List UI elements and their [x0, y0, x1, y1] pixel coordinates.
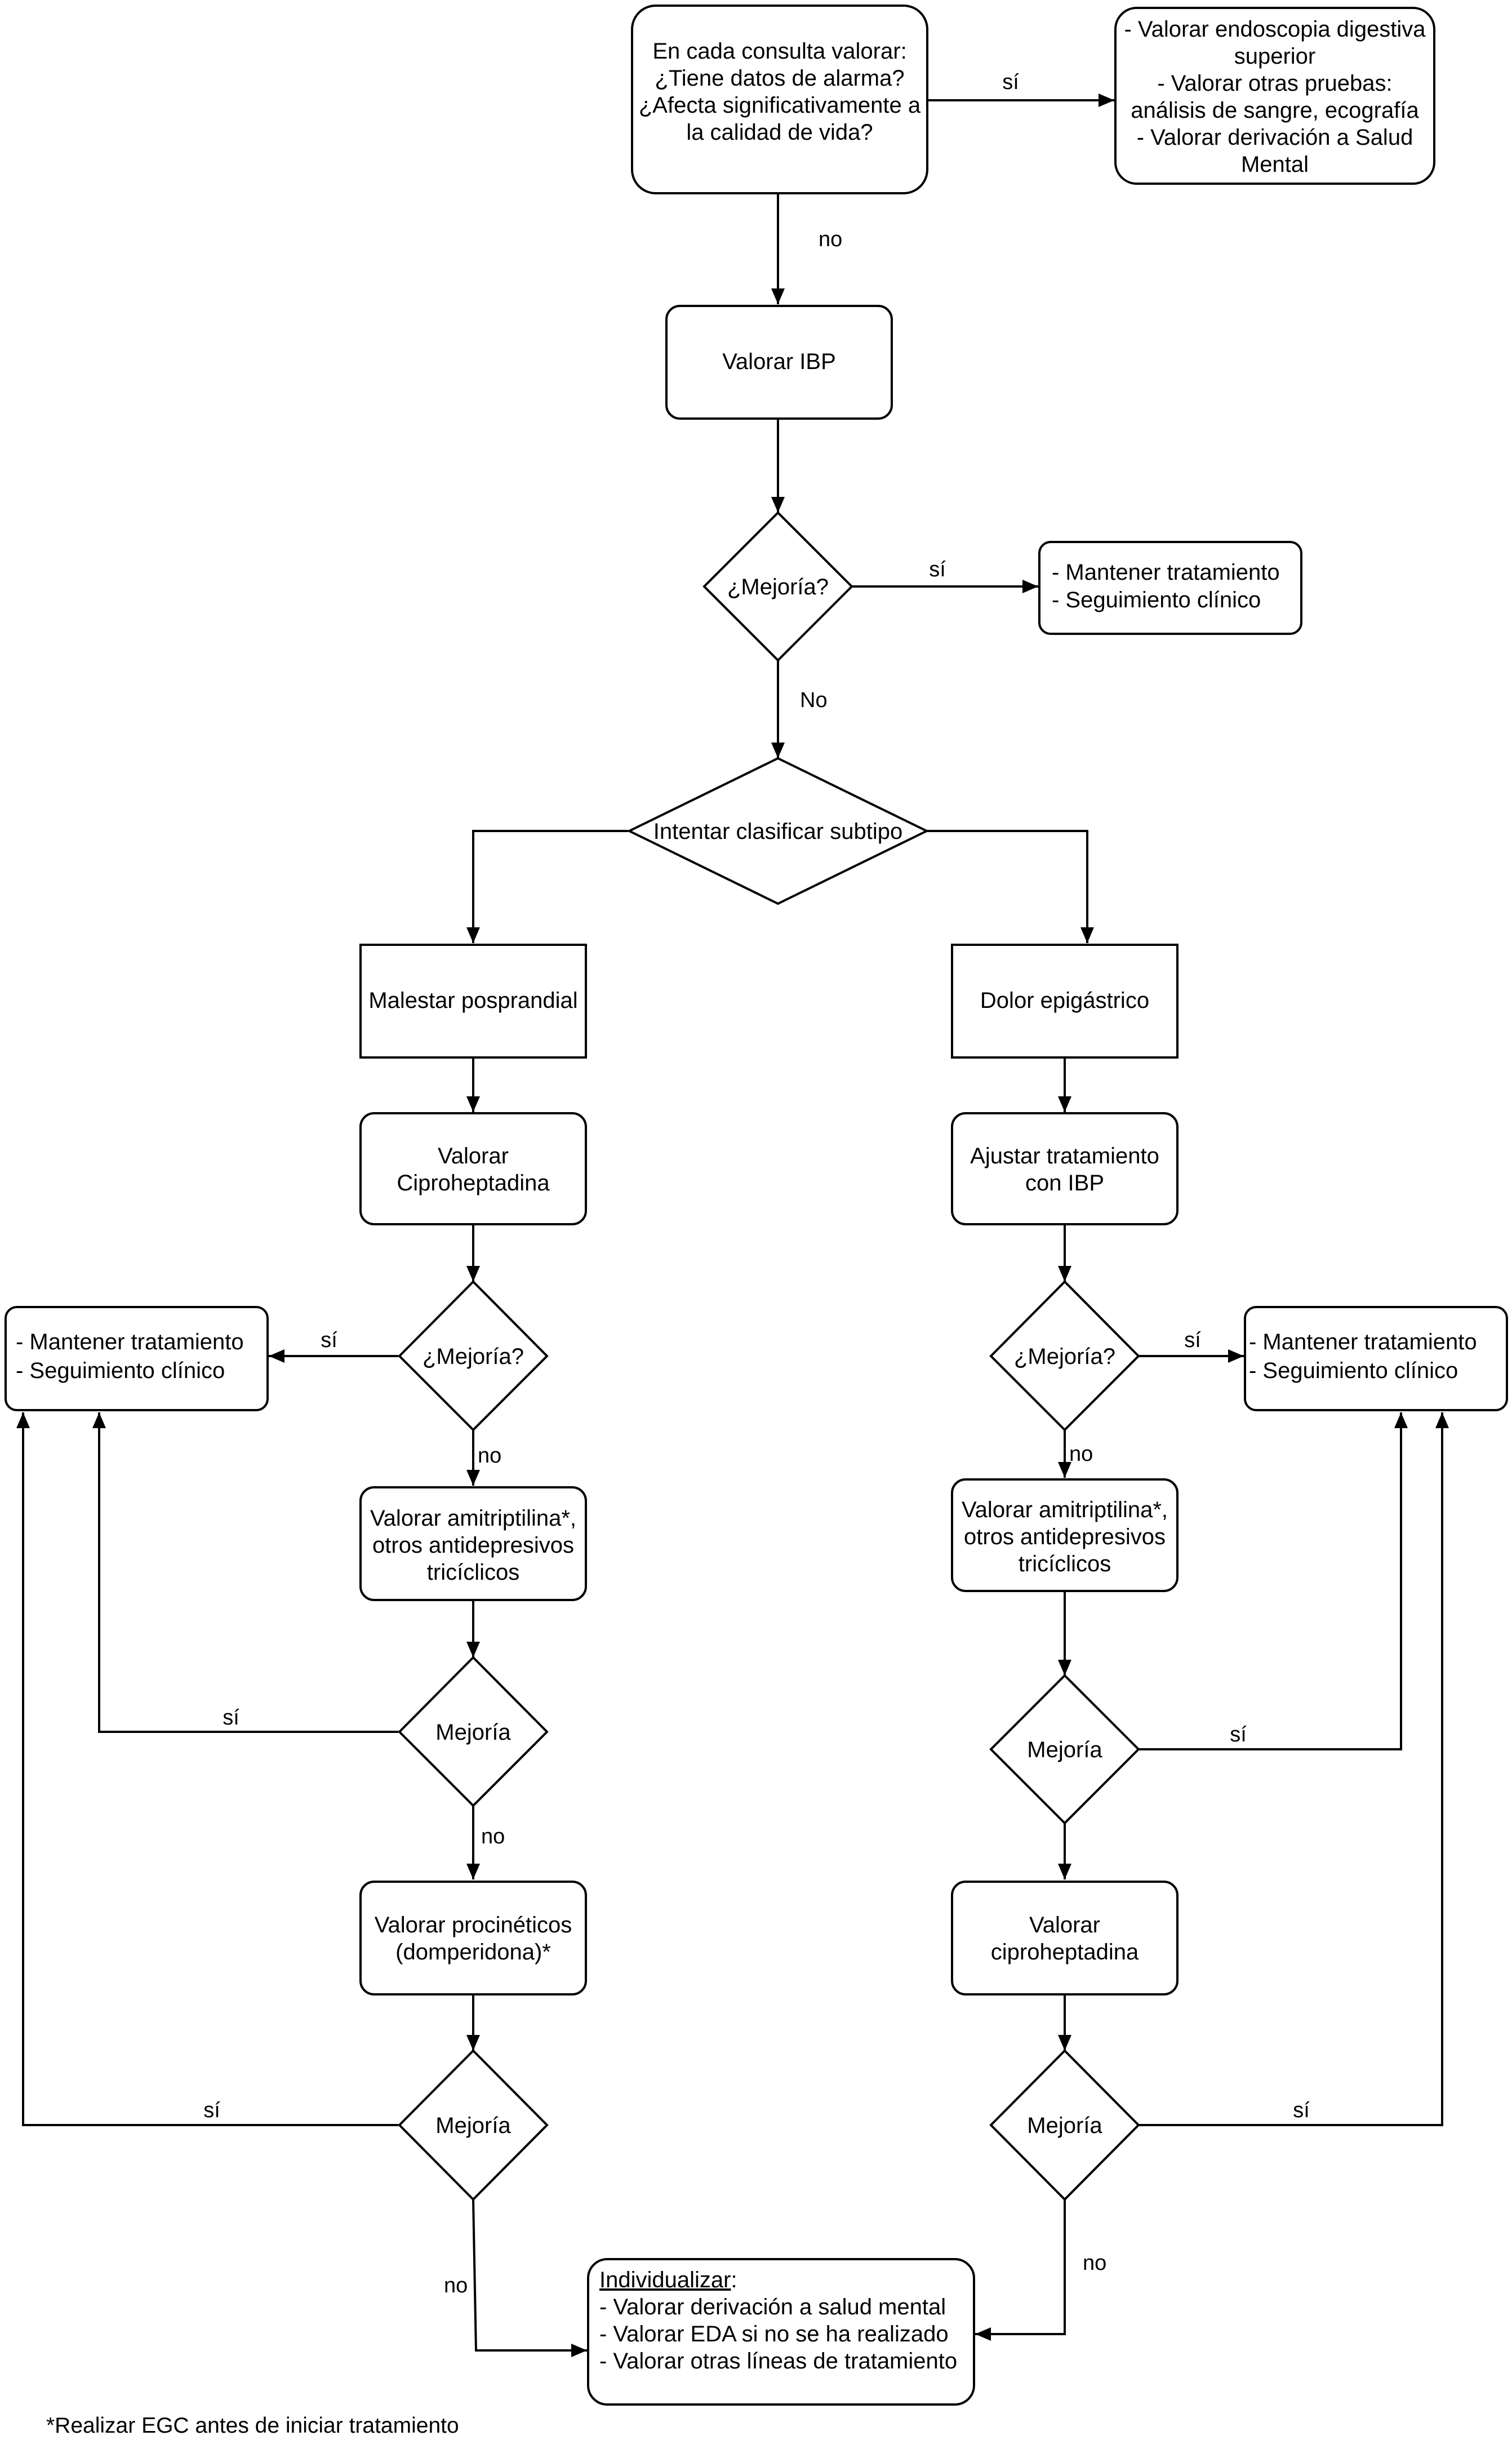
label-right3-keep: sí: [1293, 2099, 1310, 2122]
adjust-ibp-line-2: con IBP: [1025, 1171, 1104, 1195]
alarm-line-3: - Valorar otras pruebas:: [1157, 71, 1392, 96]
flow-node-cipro-left: Valorar Ciproheptadina: [359, 1112, 587, 1225]
flow-node-amitrip-right: Valorar amitriptilina*, otros antidepres…: [951, 1478, 1179, 1592]
edge-left2-to-keep: [92, 1412, 398, 1733]
postprandial-label: Malestar posprandial: [368, 988, 577, 1013]
flow-node-valorar-ibp: Valorar IBP: [665, 305, 893, 420]
amitrip-right-line-3: tricíclicos: [1019, 1552, 1111, 1576]
keep-top-line-2: - Seguimiento clínico: [1052, 588, 1261, 612]
prokinetics-line-2: (domperidona)*: [395, 1940, 551, 1965]
flow-node-individualize: Individualizar: - Valorar derivación a s…: [587, 2258, 975, 2406]
amitrip-left-line-2: otros antidepresivos: [372, 1533, 574, 1558]
start-line-2: ¿Tiene datos de alarma?: [655, 66, 904, 91]
flow-decision-left-3: Mejoría: [398, 2049, 549, 2201]
flow-node-keep-top: - Mantener tratamiento - Seguimiento clí…: [1038, 541, 1302, 635]
flow-node-alarm-actions: - Valorar endoscopia digestiva superior …: [1114, 7, 1435, 185]
label-left2-prokin: no: [481, 1825, 505, 1848]
flow-decision-right-1: ¿Mejoría?: [989, 1280, 1140, 1432]
decision-right-2-label: Mejoría: [1027, 1737, 1102, 1762]
flow-node-cipro-right: Valorar ciproheptadina: [951, 1881, 1179, 1995]
label-start-alarm: sí: [1002, 70, 1019, 94]
start-line-4: la calidad de vida?: [686, 120, 873, 145]
flow-decision-mejoria-1: ¿Mejoría?: [702, 511, 853, 662]
edge-right3-to-keep: [1139, 1412, 1449, 2126]
cipro-left-line-2: Ciproheptadina: [397, 1171, 550, 1195]
decision-left-2-label: Mejoría: [435, 1720, 511, 1745]
footnote: *Realizar EGC antes de iniciar tratamien…: [46, 2414, 459, 2438]
classify-label: Intentar clasificar subtipo: [653, 819, 902, 844]
cipro-right-line-2: ciproheptadina: [991, 1940, 1139, 1965]
label-left2-keep: sí: [223, 1706, 239, 1730]
individualize-line-3: - Valorar otras líneas de tratamiento: [599, 2349, 957, 2374]
start-line-3: ¿Afecta significativamente a: [639, 93, 921, 118]
start-line-1: En cada consulta valorar:: [652, 39, 906, 64]
alarm-line-6: Mental: [1241, 152, 1309, 177]
flow-node-start: En cada consulta valorar: ¿Tiene datos d…: [631, 5, 928, 194]
label-d1-keep: sí: [929, 558, 946, 581]
cipro-right-line-1: Valorar: [1029, 1913, 1100, 1937]
flow-node-amitrip-left: Valorar amitriptilina*, otros antidepres…: [359, 1486, 587, 1601]
decision-left-1-label: ¿Mejoría?: [423, 1344, 524, 1369]
edge-left3-to-keep: [16, 1412, 398, 2126]
label-left3-individual: no: [444, 2274, 468, 2297]
adjust-ibp-line-1: Ajustar tratamiento: [970, 1144, 1159, 1168]
flow-node-keep-left: - Mantener tratamiento - Seguimiento clí…: [5, 1306, 269, 1411]
flow-decision-right-2: Mejoría: [989, 1674, 1140, 1825]
flow-decision-left-1: ¿Mejoría?: [398, 1280, 549, 1432]
individualize-line-1: - Valorar derivación a salud mental: [599, 2295, 946, 2319]
edge-right3-to-individual: [975, 2199, 1066, 2341]
flow-node-postprandial: Malestar posprandial: [359, 944, 587, 1059]
epigastric-label: Dolor epigástrico: [980, 988, 1149, 1013]
flow-node-keep-right: - Mantener tratamiento - Seguimiento clí…: [1244, 1306, 1508, 1411]
label-right2-keep: sí: [1230, 1723, 1247, 1746]
decision-right-3-label: Mejoría: [1027, 2113, 1102, 2138]
decision-left-3-label: Mejoría: [435, 2113, 511, 2138]
individualize-line-2: - Valorar EDA si no se ha realizado: [599, 2322, 949, 2346]
alarm-line-4: análisis de sangre, ecografía: [1131, 98, 1419, 123]
label-left3-keep: sí: [203, 2099, 220, 2122]
cipro-left-line-1: Valorar: [438, 1144, 509, 1168]
flow-decision-left-2: Mejoría: [398, 1656, 549, 1807]
label-right1-keep: sí: [1184, 1328, 1201, 1352]
label-start-ibp: no: [819, 228, 842, 251]
label-right3-individual: no: [1083, 2251, 1106, 2275]
amitrip-right-line-1: Valorar amitriptilina*,: [962, 1497, 1168, 1522]
alarm-line-1: - Valorar endoscopia digestiva: [1124, 17, 1426, 42]
keep-right-line-2: - Seguimiento clínico: [1249, 1358, 1458, 1383]
edge-left3-to-individual: [472, 2199, 587, 2357]
alarm-line-2: superior: [1234, 44, 1316, 69]
ibp-label: Valorar IBP: [722, 349, 836, 374]
edge-right2-to-keep: [1139, 1412, 1408, 1750]
amitrip-left-line-1: Valorar amitriptilina*,: [370, 1506, 576, 1531]
keep-top-line-1: - Mantener tratamiento: [1052, 560, 1280, 585]
flow-node-epigastric: Dolor epigástrico: [951, 944, 1179, 1059]
edge-classify-to-epigastric: [927, 830, 1094, 943]
edge-classify-to-postprandial: [466, 830, 628, 943]
keep-right-line-1: - Mantener tratamiento: [1249, 1330, 1477, 1354]
flow-node-prokinetics: Valorar procinéticos (domperidona)*: [359, 1881, 587, 1995]
keep-left-line-1: - Mantener tratamiento: [16, 1330, 244, 1354]
label-d1-classify: No: [800, 688, 828, 712]
individualize-heading: Individualizar:: [599, 2268, 737, 2292]
label-right1-amitrip: no: [1069, 1442, 1093, 1466]
flow-node-adjust-ibp: Ajustar tratamiento con IBP: [951, 1112, 1179, 1225]
amitrip-right-line-2: otros antidepresivos: [964, 1525, 1166, 1549]
prokinetics-line-1: Valorar procinéticos: [375, 1913, 572, 1937]
connectors: [16, 94, 1449, 2357]
flow-decision-right-3: Mejoría: [989, 2049, 1140, 2201]
decision-right-1-label: ¿Mejoría?: [1014, 1344, 1115, 1369]
amitrip-left-line-3: tricíclicos: [427, 1560, 519, 1585]
alarm-line-5: - Valorar derivación a Salud: [1137, 125, 1413, 150]
flow-decision-classify: Intentar clasificar subtipo: [626, 757, 930, 905]
label-left1-amitrip: no: [478, 1444, 501, 1468]
keep-left-line-2: - Seguimiento clínico: [16, 1358, 225, 1383]
decision-1-label: ¿Mejoría?: [727, 575, 829, 599]
edge-labels: sí no sí No sí no sí no sí no sí sí sí n…: [203, 70, 1310, 2297]
label-left1-keep: sí: [321, 1328, 337, 1352]
